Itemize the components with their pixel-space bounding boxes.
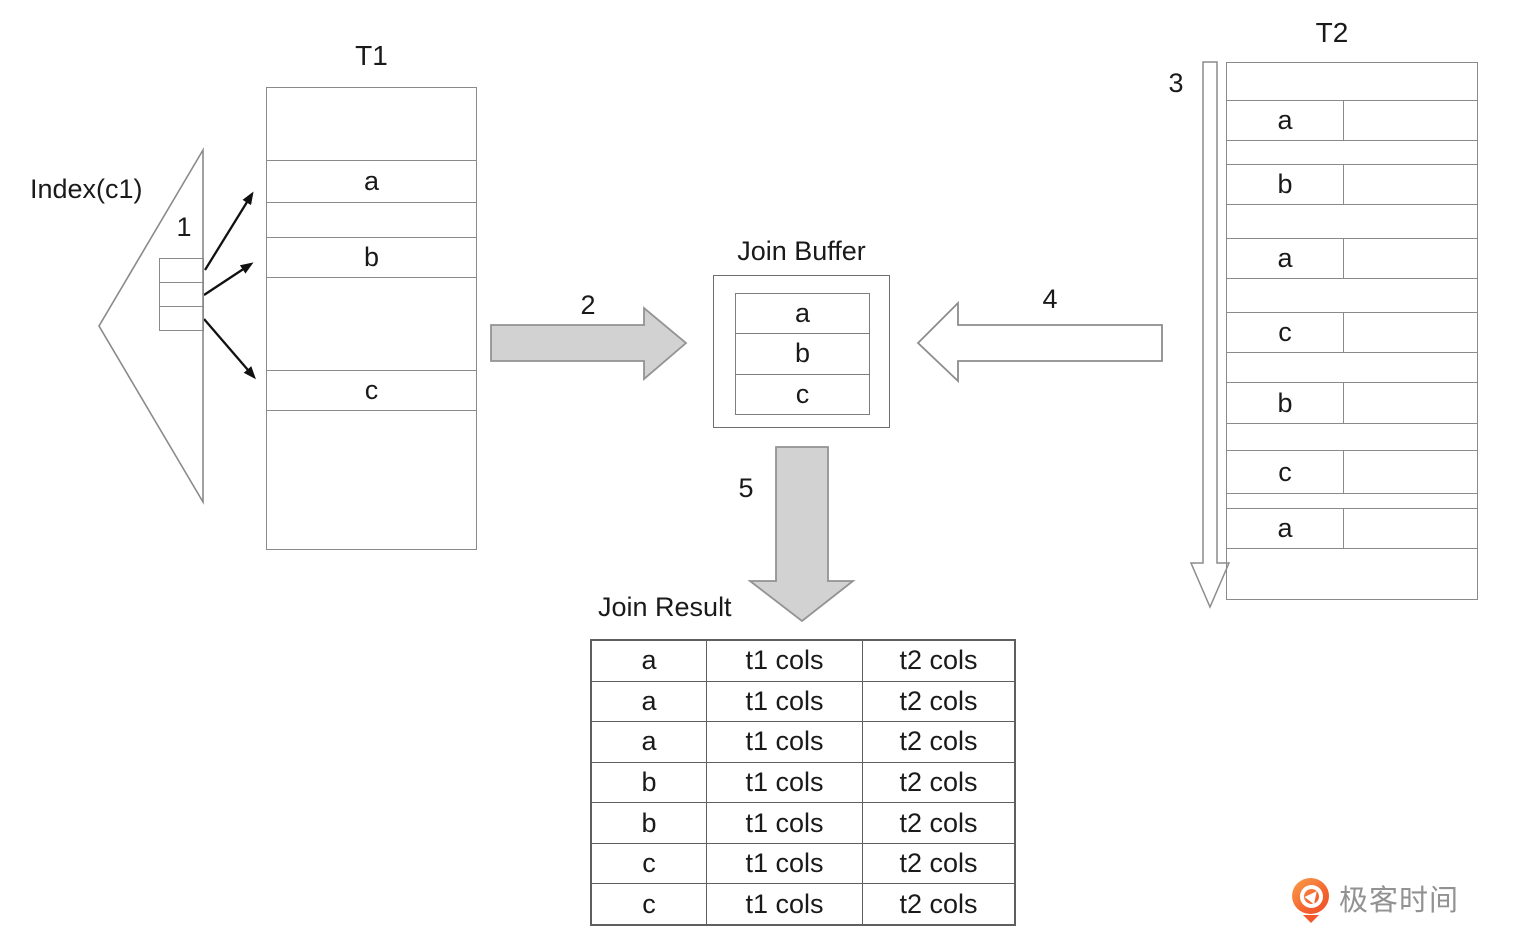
t2-rest-cell [1344, 509, 1477, 548]
t1-row: b [267, 238, 476, 278]
join-key-cell: c [592, 843, 707, 884]
t2-row [1227, 63, 1477, 101]
t2-key-cell: a [1227, 101, 1344, 140]
t2-row: c [1227, 451, 1477, 494]
t2-rest-cell [1344, 451, 1477, 493]
step-5-label: 5 [738, 473, 754, 503]
t2-title: T2 [1315, 17, 1349, 48]
t2-cols-cell: t2 cols [899, 888, 978, 919]
t2-row: c [1227, 313, 1477, 353]
join-buffer-list: a b c [735, 293, 870, 415]
t2-key-cell: c [1227, 313, 1344, 352]
join-buffer-box [713, 275, 890, 428]
join-result-table: a t1 cols t2 cols a t1 cols t2 cols a t1… [590, 639, 1016, 926]
join-result-row: b t1 cols t2 cols [592, 762, 1014, 804]
arrow-step2 [490, 306, 688, 381]
t2-row: a [1227, 101, 1477, 141]
index-key-cell [160, 283, 203, 307]
index-key-cell [160, 259, 203, 283]
t2-cols-cell: t2 cols [899, 807, 978, 838]
t2-cols-cell: t2 cols [899, 848, 978, 879]
t1-cols-cell: t1 cols [707, 803, 863, 843]
t1-row [267, 278, 476, 371]
join-buffer-title: Join Buffer [737, 236, 866, 266]
t2-rest-cell [1344, 101, 1477, 140]
t1-cols-cell: t1 cols [707, 641, 863, 681]
join-buffer-item: a [736, 294, 869, 335]
arrow-step3 [1189, 61, 1231, 609]
t2-key-cell: a [1227, 239, 1344, 278]
t2-table: a b a c b c a [1226, 62, 1478, 600]
t1-row [267, 411, 476, 549]
t2-row: a [1227, 509, 1477, 549]
join-key-cell: c [592, 884, 707, 925]
step-1-label: 1 [176, 212, 192, 242]
join-result-row: b t1 cols t2 cols [592, 803, 1014, 844]
t1-cols-cell: t1 cols [707, 884, 863, 925]
t2-row [1227, 353, 1477, 383]
step-4-label: 4 [1042, 284, 1058, 314]
join-result-row: a t1 cols t2 cols [592, 722, 1014, 763]
t2-row: b [1227, 383, 1477, 424]
t2-row [1227, 494, 1477, 509]
join-key-cell: a [592, 641, 707, 681]
join-buffer-item: b [736, 334, 869, 375]
t2-row [1227, 141, 1477, 165]
t1-row: a [267, 161, 476, 203]
index-key-box [159, 258, 204, 331]
t2-row [1227, 205, 1477, 239]
step-2-label: 2 [580, 290, 596, 320]
t1-cols-cell: t1 cols [707, 722, 863, 762]
t2-row [1227, 424, 1477, 451]
lookup-arrow-a [204, 191, 254, 271]
join-key-cell: a [592, 681, 707, 722]
t1-cols-cell: t1 cols [707, 762, 863, 803]
t2-rest-cell [1344, 239, 1477, 278]
geektime-q-icon [1292, 878, 1332, 924]
t2-key-cell: a [1227, 509, 1344, 548]
join-buffer-item: c [795, 378, 810, 409]
t2-row: b [1227, 165, 1477, 205]
t2-row [1227, 549, 1477, 599]
t2-key-cell: c [1227, 451, 1344, 493]
t2-cols-cell: t2 cols [899, 685, 978, 716]
t2-key-cell: b [1227, 165, 1344, 204]
t2-rest-cell [1344, 383, 1477, 423]
geektime-logo-text: 极客时间 [1339, 885, 1460, 917]
t1-row: c [267, 371, 476, 411]
t2-cols-cell: t2 cols [899, 645, 978, 676]
t2-cols-cell: t2 cols [899, 767, 978, 798]
index-label: Index(c1) [30, 174, 143, 204]
t2-cols-cell: t2 cols [899, 726, 978, 757]
t2-rest-cell [1344, 165, 1477, 204]
t1-cols-cell: t1 cols [707, 681, 863, 722]
join-key-cell: b [592, 762, 707, 803]
geektime-logo: 极客时间 [1292, 878, 1459, 924]
t1-table: a b c [266, 87, 477, 550]
t1-cols-cell: t1 cols [707, 843, 863, 884]
index-key-cell [160, 307, 203, 330]
step-3-label: 3 [1168, 68, 1184, 98]
t2-rest-cell [1344, 313, 1477, 352]
join-result-row: c t1 cols t2 cols [592, 884, 1014, 925]
t2-key-cell: b [1227, 383, 1344, 423]
join-key-cell: b [592, 803, 707, 843]
join-result-title: Join Result [598, 592, 732, 622]
join-result-row: a t1 cols t2 cols [592, 681, 1014, 723]
t1-row [267, 203, 476, 238]
t2-row [1227, 279, 1477, 313]
t1-title: T1 [355, 40, 388, 71]
t1-row [267, 88, 476, 161]
t2-row: a [1227, 239, 1477, 279]
join-key-cell: a [592, 722, 707, 762]
arrow-step5 [747, 446, 856, 623]
join-result-row: c t1 cols t2 cols [592, 843, 1014, 885]
lookup-arrow-b [203, 262, 254, 296]
join-result-row: a t1 cols t2 cols [592, 641, 1014, 682]
lookup-arrow-c [203, 318, 256, 380]
arrow-step4 [916, 300, 1163, 384]
